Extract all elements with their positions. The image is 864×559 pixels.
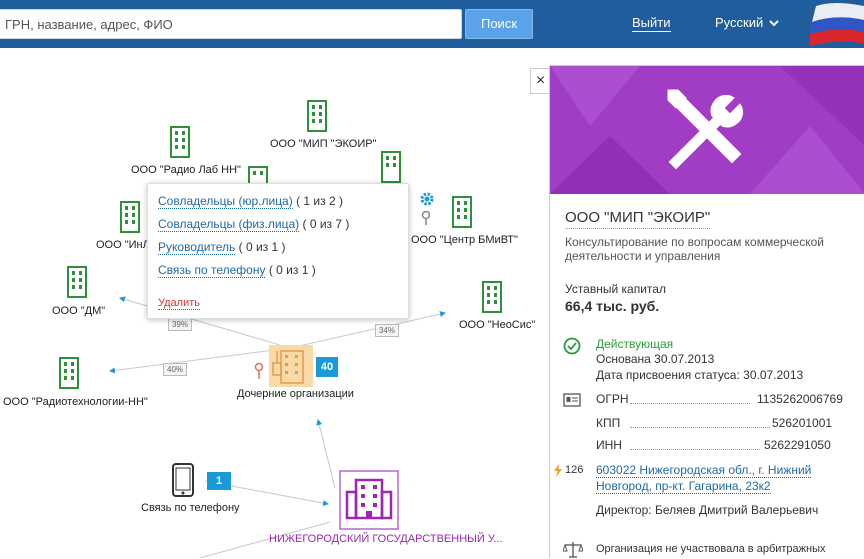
node-label[interactable]: ООО "Радио Лаб НН" [131,164,241,176]
capital-value: 66,4 тыс. руб. [565,298,660,314]
popup-link-phone[interactable]: Связь по телефону [158,263,266,278]
node-label[interactable]: ООО "Радиотехнологии-НН" [3,396,148,408]
building-icon[interactable] [452,196,472,228]
popup-link-director[interactable]: Руководитель [158,240,236,255]
status-value: Действующая [596,337,674,351]
ogrn-leader [630,403,750,404]
search-button[interactable]: Поиск [465,9,533,39]
company-name[interactable]: ООО "МИП "ЭКОИР" [565,208,711,229]
tools-icon [667,89,744,170]
node-label[interactable]: ООО "ИнЛе [96,239,156,251]
activity-banner [550,66,864,194]
id-card-icon [563,393,581,407]
inn-label: ИНН [596,438,622,452]
arbitration-note: Организация не участвовала в арбитражных [596,543,826,555]
kpp-label: КПП [596,416,621,430]
popup-row[interactable]: Связь по телефону ( 0 из 1 ) [158,263,316,278]
popup-link-co-owners-legal[interactable]: Совладельцы (юр.лица) [158,194,293,209]
building-icon[interactable] [307,100,327,132]
capital-label: Уставный капитал [565,282,666,296]
root-organization-icon[interactable] [339,470,399,530]
phone-icon[interactable] [172,463,194,497]
building-icon[interactable] [67,266,87,298]
close-panel-button[interactable]: × [530,68,551,94]
subsidiaries-icon[interactable] [269,345,313,387]
top-bar: ГРН, название, адрес, ФИО Поиск Выйти Ру… [0,0,864,48]
share-percent: 39% [168,318,193,331]
scales-icon [563,542,583,558]
founded-date: Основана 30.07.2013 [596,352,715,366]
company-details-panel: ООО "МИП "ЭКОИР" Консультирование по воп… [549,65,864,558]
banner-pattern [550,66,864,194]
node-label[interactable]: ООО "ДМ" [52,305,106,317]
building-icon[interactable] [381,151,401,183]
popup-row[interactable]: Руководитель ( 0 из 1 ) [158,240,286,255]
logout-link[interactable]: Выйти [632,15,671,32]
building-icon[interactable] [248,166,268,188]
node-label[interactable]: ООО "МИП "ЭКОИР" [270,138,377,150]
subsidiaries-count-badge: 40 [316,357,338,377]
node-context-popup: Совладельцы (юр.лица) ( 1 из 2 ) Совладе… [147,183,409,319]
phone-label[interactable]: Связь по телефону [141,502,240,514]
popup-delete-link[interactable]: Удалить [158,297,200,310]
search-input[interactable]: ГРН, название, адрес, ФИО [0,9,462,39]
address-link[interactable]: 603022 Нижегородская обл., г. Нижний Нов… [596,462,841,494]
inn-value: 5262291050 [764,438,831,452]
ogrn-label: ОГРН [596,392,629,406]
company-activity: Консультирование по вопросам коммерческо… [565,235,824,263]
language-label: Русский [715,15,764,30]
ogrn-value: 1135262006769 [757,392,843,406]
popup-count: ( 0 из 1 ) [268,263,316,277]
popup-count: ( 1 из 2 ) [296,194,343,208]
building-icon[interactable] [120,201,140,233]
kpp-value: 526201001 [772,416,833,430]
node-label[interactable]: ООО "НеоСис" [459,319,536,331]
status-date: Дата присвоения статуса: 30.07.2013 [596,368,804,382]
check-circle-icon [563,337,581,355]
popup-count: ( 0 из 1 ) [238,240,286,254]
address-count: 126 [565,464,584,476]
chevron-down-icon [769,20,779,27]
popup-row[interactable]: Совладельцы (юр.лица) ( 1 из 2 ) [158,194,343,209]
russia-flag-icon [810,3,864,46]
share-percent: 40% [163,363,188,376]
gear-icon[interactable] [419,191,435,207]
lightning-icon [554,464,562,477]
building-icon[interactable] [59,357,79,389]
subsidiaries-label[interactable]: Дочерние организации [237,388,354,400]
inn-leader [630,449,760,450]
building-icon[interactable] [170,126,190,158]
popup-row[interactable]: Совладельцы (физ.лица) ( 0 из 7 ) [158,217,350,232]
director: Директор: Беляев Дмитрий Валерьевич [596,503,819,517]
root-organization-label[interactable]: НИЖЕГОРОДСКИЙ ГОСУДАРСТВЕННЫЙ У... [269,533,503,545]
popup-count: ( 0 из 7 ) [302,217,350,231]
address-text[interactable]: 603022 Нижегородская обл., г. Нижний Нов… [596,463,812,494]
relations-graph[interactable]: ООО "Радио Лаб НН" ООО "МИП "ЭКОИР" ООО … [0,48,535,558]
pin-icon[interactable] [254,362,264,380]
phone-count-badge: 1 [207,472,231,490]
language-select[interactable]: Русский [715,15,779,31]
popup-link-co-owners-individuals[interactable]: Совладельцы (физ.лица) [158,217,300,232]
node-label[interactable]: ООО "Центр БМиВТ" [411,234,518,246]
pin-icon[interactable] [421,210,431,226]
share-percent: 34% [375,324,400,337]
building-icon[interactable] [482,281,502,313]
kpp-leader [630,427,770,428]
